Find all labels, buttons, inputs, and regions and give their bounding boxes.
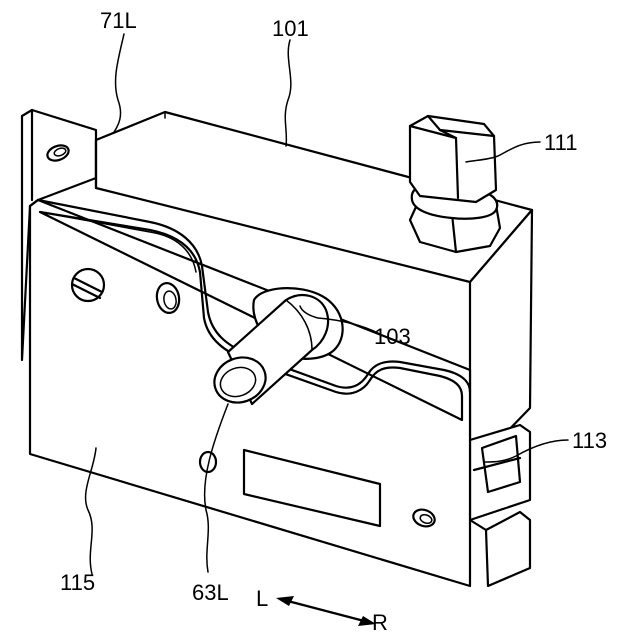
- label-111: 111: [544, 130, 577, 155]
- label-63L: 63L: [192, 580, 229, 605]
- label-115: 115: [60, 570, 95, 595]
- direction-arrow: [276, 596, 376, 626]
- hex-bolt: [410, 116, 500, 252]
- direction-right-label: R: [372, 610, 388, 635]
- screw-head: [72, 269, 104, 301]
- label-101: 101: [272, 16, 309, 41]
- side-rail: [470, 425, 530, 586]
- label-71L: 71L: [100, 8, 137, 33]
- label-113: 113: [572, 428, 607, 453]
- direction-left-label: L: [256, 586, 268, 611]
- label-103: 103: [374, 324, 411, 349]
